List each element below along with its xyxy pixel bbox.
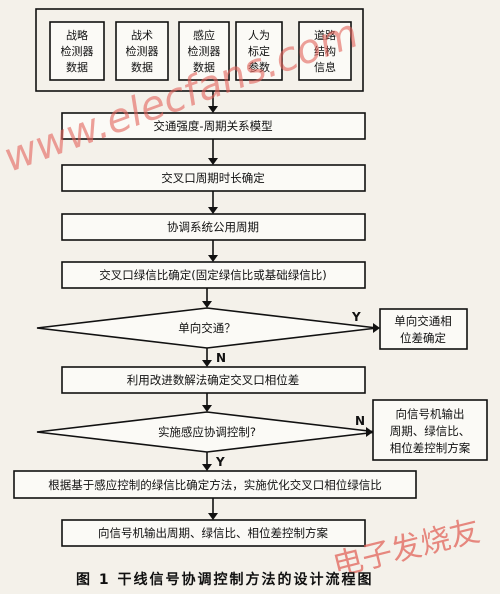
branch-label-d2-yes: Y — [215, 455, 225, 469]
source-label-actuated-detector-2: 检测器 — [188, 44, 221, 58]
source-box-manual-parameters — [235, 21, 283, 81]
step-common-cycle — [61, 213, 366, 241]
source-label-strategic-detector-1: 战略 — [66, 28, 88, 42]
source-label-actuated-detector-3: 数据 — [193, 60, 215, 74]
step-cycle-length — [61, 164, 366, 192]
arrowhead — [208, 106, 218, 113]
step-offset-method — [61, 366, 366, 394]
step-offset-method-label: 利用改进数解法确定交叉口相位差 — [127, 373, 300, 387]
source-box-actuated-detector — [178, 21, 230, 81]
source-group-frame — [35, 8, 364, 92]
step-optimize-green-label: 根据基于感应控制的绿信比确定方法，实施优化交叉口相位绿信比 — [48, 478, 382, 492]
arrowhead — [202, 405, 212, 412]
step-cycle-length-label: 交叉口周期时长确定 — [161, 171, 265, 185]
side-output-plan — [372, 399, 488, 461]
branch-label-d2-no: N — [355, 414, 365, 428]
side-offset-one-way-line2: 位差确定 — [400, 331, 446, 345]
figure-caption: 图 1 干线信号协调控制方法的设计流程图 — [76, 571, 374, 588]
arrowhead — [208, 158, 218, 165]
source-label-strategic-detector-3: 数据 — [66, 60, 88, 74]
arrowhead — [202, 301, 212, 308]
step-output-plan — [61, 519, 366, 547]
arrowhead — [208, 513, 218, 520]
side-offset-one-way-line1: 单向交通相 — [394, 314, 452, 328]
branch-label-d1-yes: Y — [351, 310, 361, 324]
arrowhead — [208, 207, 218, 214]
side-output-plan-line3: 相位差控制方案 — [390, 441, 471, 455]
source-label-road-structure-2: 结构 — [314, 44, 336, 58]
arrowhead — [373, 323, 380, 333]
source-label-manual-parameters-3: 参数 — [248, 60, 270, 74]
source-label-tactical-detector-1: 战术 — [131, 29, 153, 42]
source-label-manual-parameters-1: 人为 — [248, 29, 270, 42]
side-offset-one-way — [379, 308, 468, 350]
decision-actuated-label: 实施感应协调控制? — [158, 425, 256, 439]
arrowhead — [202, 464, 212, 471]
connectors — [202, 91, 380, 520]
step-output-plan-label: 向信号机输出周期、绿信比、相位差控制方案 — [98, 526, 328, 540]
source-label-tactical-detector-2: 检测器 — [126, 44, 159, 58]
source-box-tactical-detector — [115, 21, 169, 81]
source-label-tactical-detector-3: 数据 — [131, 60, 153, 74]
arrowhead — [366, 427, 373, 437]
source-label-strategic-detector-2: 检测器 — [61, 44, 94, 58]
source-label-manual-parameters-2: 标定 — [248, 44, 270, 58]
source-label-road-structure-3: 信息 — [314, 60, 336, 74]
arrowhead — [208, 255, 218, 262]
source-label-actuated-detector-1: 感应 — [193, 28, 215, 42]
source-box-road-structure — [298, 21, 352, 81]
branch-label-d1-no: N — [216, 351, 226, 365]
step-green-ratio — [61, 261, 366, 289]
step-green-ratio-label: 交叉口绿信比确定(固定绿信比或基础绿信比) — [99, 268, 326, 282]
source-label-road-structure-1: 道路 — [314, 28, 336, 42]
arrowhead — [202, 360, 212, 367]
step-common-cycle-label: 协调系统公用周期 — [167, 220, 259, 234]
step-optimize-green — [13, 470, 417, 499]
side-output-plan-line1: 向信号机输出 — [396, 407, 465, 421]
source-box-strategic-detector — [49, 21, 105, 81]
step-relation-model-label: 交通强度-周期关系模型 — [153, 119, 272, 133]
side-output-plan-line2: 周期、绿信比、 — [390, 424, 471, 438]
decision-one-way-label: 单向交通？ — [178, 321, 236, 335]
